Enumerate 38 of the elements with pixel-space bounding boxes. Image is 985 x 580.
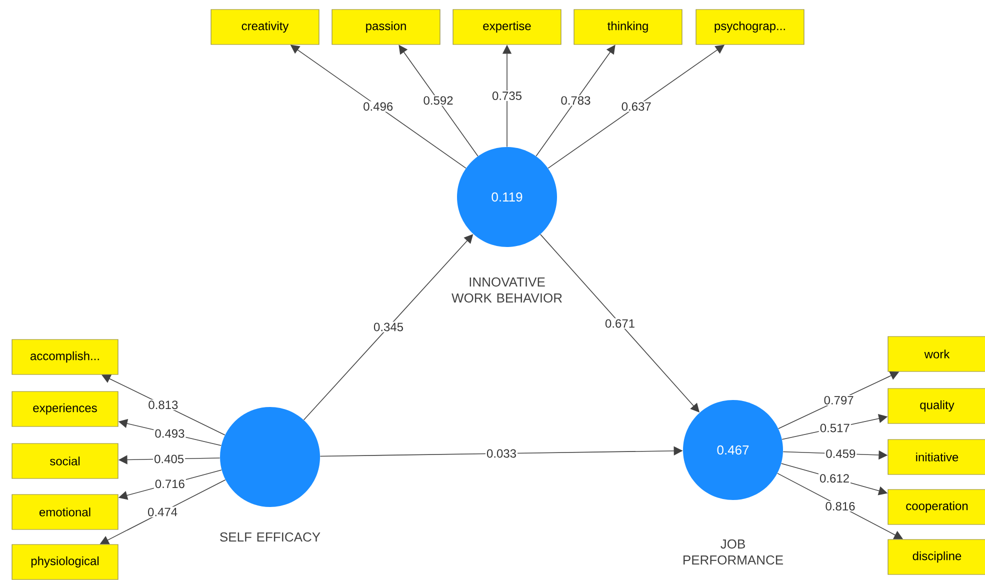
edge-label: 0.813 [147, 400, 180, 410]
indicator-box: emotional [12, 494, 118, 530]
construct-label: JOB PERFORMANCE [684, 539, 783, 565]
indicator-box: passion [332, 9, 440, 45]
edge-label: 0.517 [818, 422, 851, 434]
edge-label: 0.735 [491, 90, 524, 102]
indicator-box: work [888, 336, 985, 372]
edge-label: 0.405 [153, 454, 186, 464]
arrow [102, 374, 226, 436]
edge-label: 0.716 [154, 478, 186, 490]
indicator-box: physiological [12, 544, 118, 580]
construct-label: SELF EFFICACY [220, 532, 320, 542]
indicator-box: quality [888, 388, 985, 424]
edge-label: 0.033 [486, 448, 518, 459]
construct-circle [220, 407, 320, 507]
edge-label: 0.671 [604, 318, 636, 329]
indicator-box: thinking [574, 9, 682, 45]
indicator-box: discipline [888, 539, 985, 575]
edge-label: 0.783 [560, 95, 592, 106]
edge-label: 0.474 [146, 506, 179, 518]
edge-label: 0.345 [372, 322, 405, 332]
edge-label: 0.496 [362, 101, 394, 112]
indicator-box: experiences [12, 391, 118, 427]
edge-label: 0.612 [818, 473, 851, 484]
edge-label: 0.816 [824, 501, 856, 512]
edge-label: 0.592 [422, 95, 454, 106]
edge-label: 0.459 [824, 448, 857, 459]
indicator-box: initiative [888, 439, 985, 475]
edge-label: 0.637 [620, 101, 652, 112]
indicator-box: expertise [452, 9, 562, 45]
indicator-box: cooperation [888, 489, 985, 525]
edge-label: 0.797 [822, 394, 855, 406]
indicator-box: psychograp... [696, 9, 804, 45]
edge-label: 0.493 [154, 428, 186, 439]
indicator-box: social [12, 443, 118, 479]
construct-label: INNOVATIVE WORK BEHAVIOR [452, 277, 562, 303]
indicator-box: accomplish... [12, 339, 118, 375]
indicator-box: creativity [210, 9, 320, 45]
